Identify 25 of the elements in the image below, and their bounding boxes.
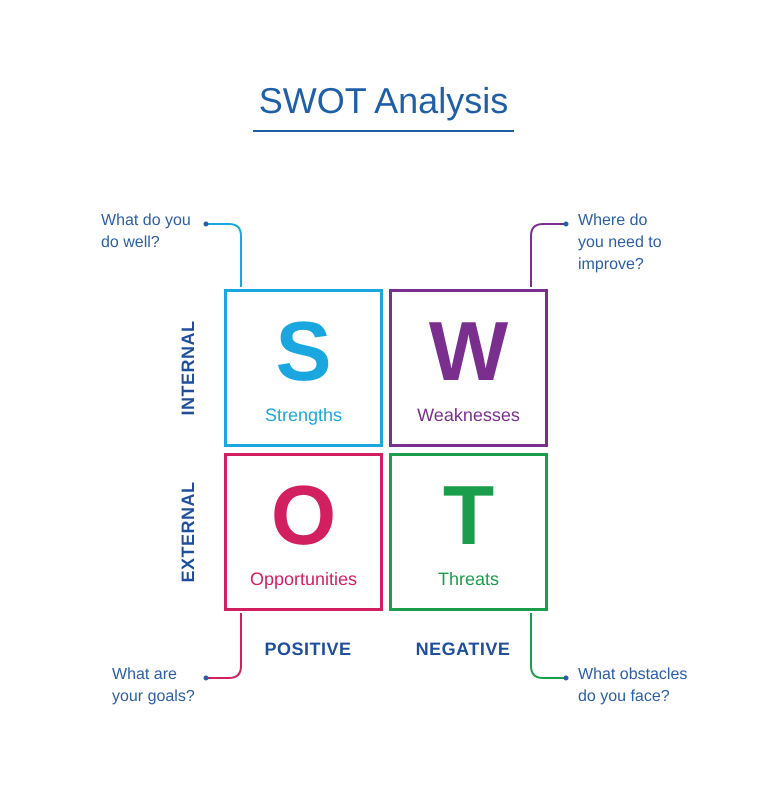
axis-label: INTERNAL (177, 320, 199, 416)
quadrant-label: Threats (438, 568, 500, 590)
quadrant-label: Weaknesses (417, 404, 520, 426)
quadrant-box (389, 289, 548, 447)
question-text: What do you do well? (101, 210, 199, 254)
leader-line (204, 613, 242, 680)
question-text: Where do you need to improve? (578, 210, 670, 276)
question-text: What obstacles do you face? (578, 664, 708, 708)
leader-line (204, 222, 242, 287)
title: SWOT Analysis (253, 78, 514, 132)
question-text: What are your goals? (112, 664, 199, 708)
quadrant-letter: T (442, 470, 494, 560)
quadrant-label: Opportunities (250, 568, 358, 590)
quadrant-box (389, 453, 548, 611)
axis-label: NEGATIVE (416, 638, 510, 660)
quadrant-letter: O (270, 470, 336, 560)
quadrant-box (224, 453, 383, 611)
leader-line (530, 222, 568, 287)
leader-line (530, 613, 568, 680)
quadrant-letter: S (275, 306, 332, 396)
axis-label: POSITIVE (264, 638, 352, 660)
quadrant-label: Strengths (264, 404, 342, 426)
quadrant-box (224, 289, 383, 447)
quadrant-letter: W (428, 306, 508, 396)
axis-label: EXTERNAL (177, 482, 199, 582)
